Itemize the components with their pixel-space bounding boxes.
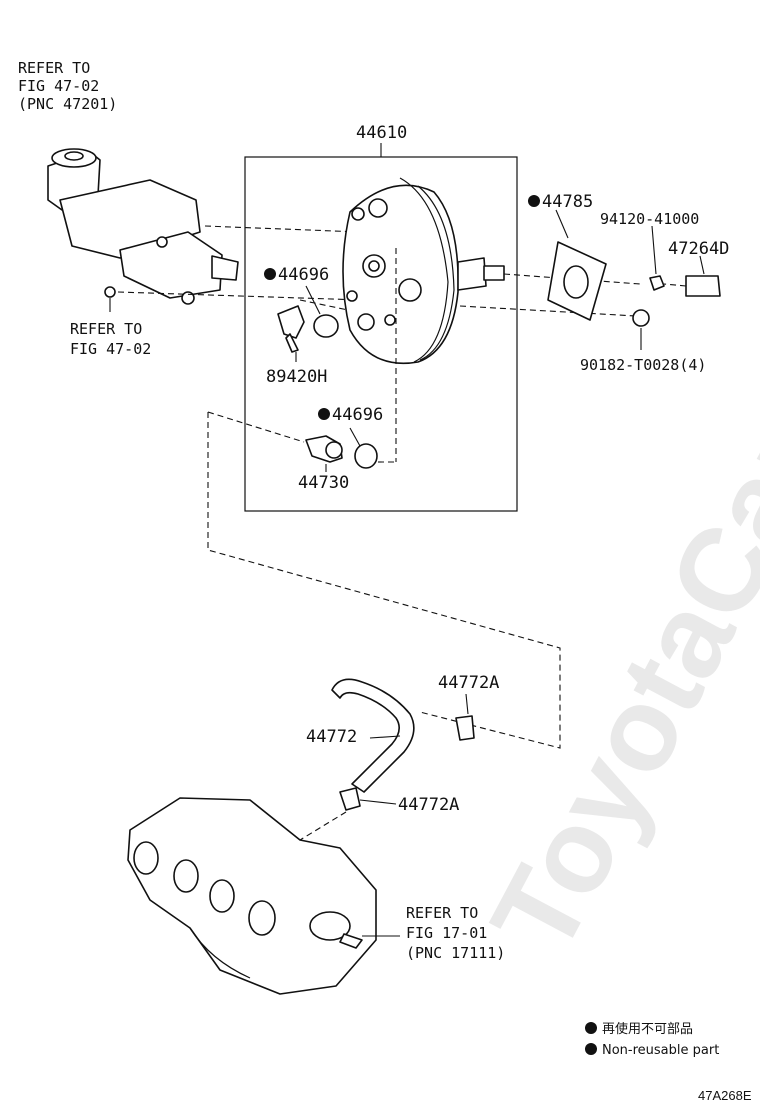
figure-code: 47A268E <box>698 1088 752 1103</box>
leader-clamp-upper <box>465 693 469 715</box>
brake-booster <box>342 177 505 365</box>
label-refer-mc-3: (PNC 47201) <box>18 95 117 113</box>
vacuum-hose <box>331 678 415 793</box>
leader-clip <box>699 255 705 275</box>
leader-nut <box>651 225 657 275</box>
nut4-part <box>632 309 650 327</box>
intake-manifold <box>127 797 377 995</box>
label-refer-mc-2: FIG 47-02 <box>18 77 99 95</box>
label-refer-line-1: REFER TO <box>70 320 142 338</box>
grommet-lower <box>354 443 378 469</box>
dash-mc-upper <box>204 225 361 233</box>
leader-clamp-lower <box>359 799 397 805</box>
clip-part <box>685 275 721 297</box>
label-refer-manifold-2: FIG 17-01 <box>406 924 487 942</box>
label-clamp-upper: 44772A <box>438 673 499 693</box>
hose-clamp-lower <box>339 787 361 811</box>
label-hose: 44772 <box>306 727 357 747</box>
legend-dot-1 <box>585 1022 597 1034</box>
dash-mc-lower <box>117 291 363 301</box>
legend-text-jp: 再使用不可部品 <box>602 1021 693 1037</box>
leader-grommet-lower <box>349 427 361 447</box>
dash-manifold <box>299 811 347 841</box>
master-cylinder <box>47 148 239 305</box>
grommet-upper <box>313 314 339 338</box>
vacuum-sensor <box>277 305 305 353</box>
label-sensor: 89420H <box>266 367 327 387</box>
dash-booster-right <box>503 273 641 285</box>
legend-text-en: Non-reusable part <box>602 1043 719 1058</box>
check-valve <box>305 435 343 463</box>
dash-sensor <box>299 299 349 311</box>
label-refer-line-2: FIG 47-02 <box>70 340 151 358</box>
leader-gasket <box>555 209 569 239</box>
label-nut: 94120-41000 <box>600 210 699 228</box>
dash-clip <box>663 283 687 287</box>
gasket-hole <box>563 265 589 299</box>
label-nut4: 90182-T0028(4) <box>580 356 706 374</box>
label-gasket: 44785 <box>542 192 593 212</box>
label-grommet-lower: 44696 <box>332 405 383 425</box>
label-check-valve: 44730 <box>298 473 349 493</box>
nut-part <box>649 275 665 291</box>
legend-dot-2 <box>585 1043 597 1055</box>
label-clamp-lower: 44772A <box>398 795 459 815</box>
label-clip: 47264D <box>668 239 729 259</box>
label-grommet-upper: 44696 <box>278 265 329 285</box>
label-refer-manifold-1: REFER TO <box>406 904 478 922</box>
watermark: ToyotaCarMine.ru <box>466 34 760 974</box>
nonreusable-dot-grommet-lower <box>318 408 330 420</box>
nonreusable-dot-grommet-upper <box>264 268 276 280</box>
dash-booster-lower <box>459 305 637 317</box>
hose-clamp-upper <box>455 715 475 741</box>
label-refer-manifold-3: (PNC 17111) <box>406 944 505 962</box>
dash-valve <box>207 411 305 443</box>
label-booster: 44610 <box>356 123 407 143</box>
leader-grommet-upper <box>305 285 321 315</box>
dash-routing <box>207 412 561 749</box>
label-refer-mc-1: REFER TO <box>18 59 90 77</box>
brake-line-fitting <box>104 286 116 298</box>
nonreusable-dot-gasket <box>528 195 540 207</box>
leader-hose <box>369 735 401 739</box>
